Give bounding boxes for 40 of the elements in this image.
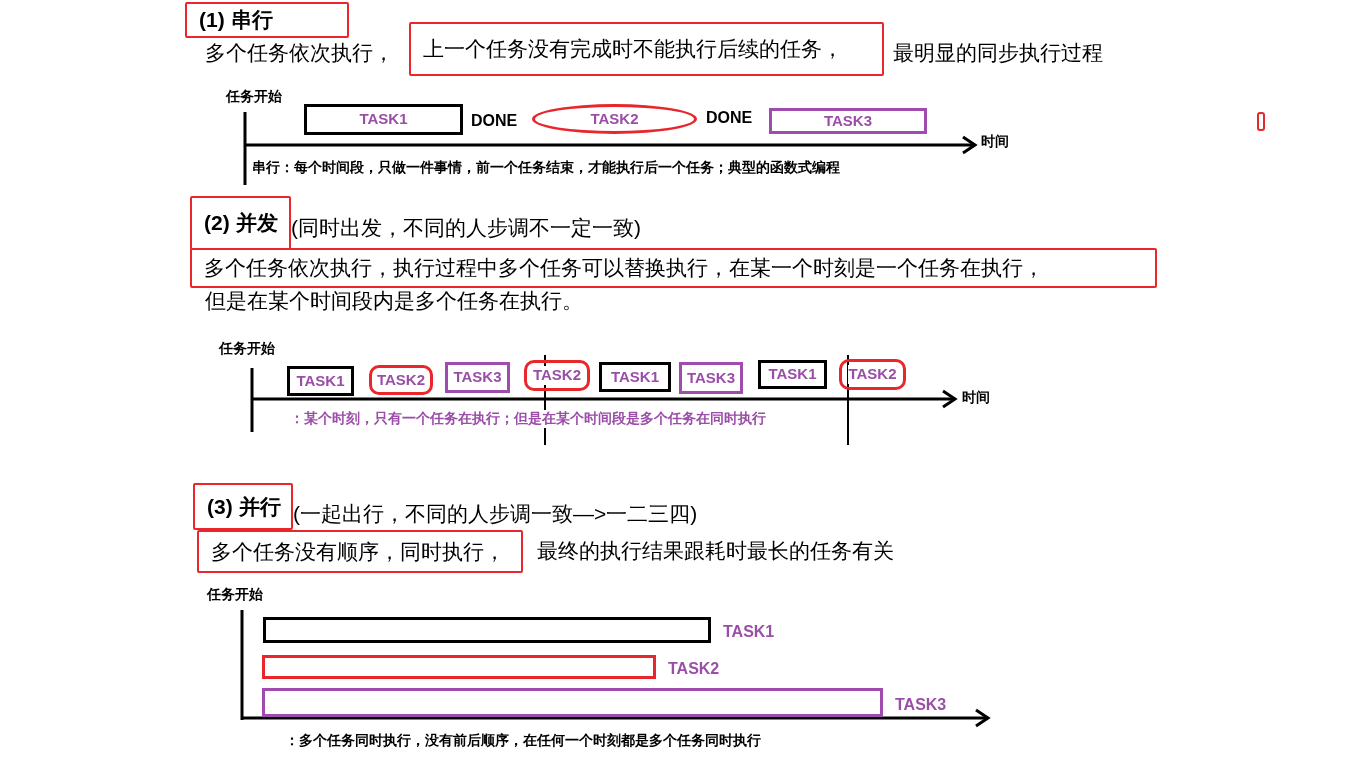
task-box: [524, 360, 590, 391]
task-label: TASK2: [532, 366, 582, 385]
task-box: [758, 360, 827, 389]
body-text: 最明显的同步执行过程: [893, 40, 1103, 67]
task-box: [369, 365, 433, 395]
highlight-box: [193, 483, 293, 530]
caption-text: 串行：每个时间段，只做一件事情，前一个任务结束，才能执行后一个任务；典型的函数式编程: [252, 159, 840, 177]
caption-text: 任务开始: [207, 586, 263, 604]
task-box: [769, 108, 927, 134]
caption-text: 任务开始: [226, 88, 282, 106]
task-box: [679, 362, 743, 394]
body-text: (同时出发，不同的人步调不一定一致): [291, 215, 641, 242]
heading-text: 多个任务没有顺序，同时执行，: [211, 538, 505, 565]
highlight-box: [190, 248, 1157, 288]
caption-text: 任务开始: [219, 340, 275, 358]
task-label: TASK1: [723, 622, 775, 642]
caption-text: 时间: [962, 389, 990, 407]
task-box: [445, 362, 510, 393]
heading-text: (1) 串行: [199, 7, 273, 34]
task-bar: [263, 617, 711, 643]
task-label: TASK3: [895, 694, 947, 715]
task-box: [287, 366, 354, 396]
heading-text: 多个任务依次执行，执行过程中多个任务可以替换执行，在某一个时刻是一个任务在执行，: [204, 255, 1044, 282]
highlight-box: [197, 530, 523, 573]
highlight-box: [409, 22, 884, 76]
task-box: [599, 362, 671, 392]
highlight-box: [185, 2, 349, 38]
highlight-box: [190, 196, 291, 250]
heading-text: (3) 并行: [207, 493, 281, 520]
task-bar: [262, 688, 883, 717]
task-box: [304, 104, 463, 135]
heading-text: (2) 并发: [204, 210, 278, 237]
task-label: TASK2: [668, 659, 720, 679]
body-text: (一起出行，不同的人步调一致—>一二三四): [293, 501, 698, 528]
task-label: TASK2: [848, 365, 897, 384]
task-box: [839, 359, 906, 390]
task-bar: [262, 655, 656, 679]
task-box: [532, 104, 697, 134]
heading-text: 上一个任务没有完成时不能执行后续的任务，: [423, 36, 843, 63]
caption-text: 时间: [981, 133, 1009, 151]
